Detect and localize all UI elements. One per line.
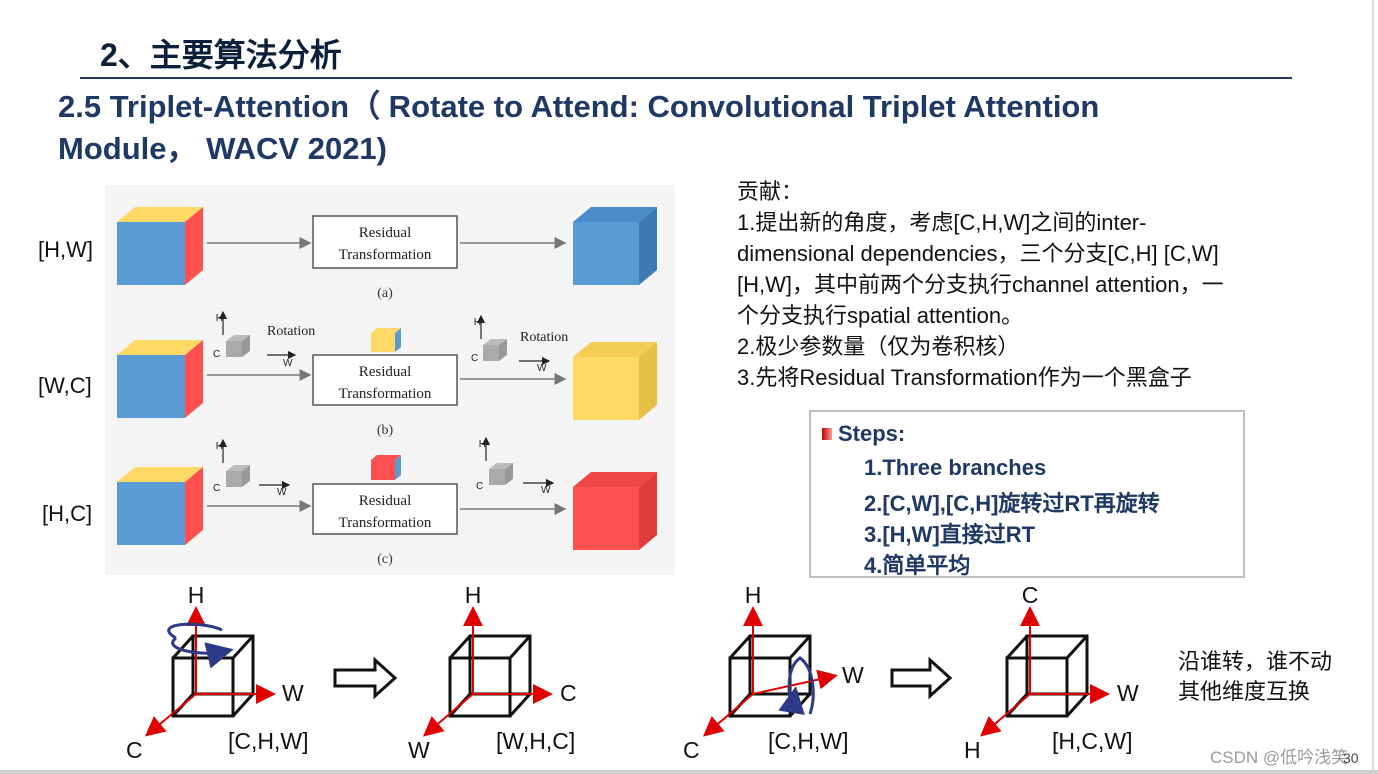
rotation-note: 沿谁转，谁不动 其他维度互换 <box>1178 647 1332 707</box>
axis-right-label: W <box>282 680 304 706</box>
contribution-line: 2.极少参数量（仅为卷积核） <box>737 334 1020 359</box>
contribution-line: 贡献： <box>737 179 804 204</box>
dimension-label: [W,H,C] <box>496 728 575 754</box>
section-subtitle: 2.5 Triplet-Attention（ Rotate to Attend:… <box>58 86 1288 170</box>
axis-up-label: H <box>465 582 482 608</box>
residual-box-c <box>312 483 458 535</box>
residual-box-b <box>312 354 458 406</box>
axis-glyph-c-left: H C W <box>213 438 291 498</box>
input-cube-a <box>117 207 203 285</box>
bullet-icon <box>822 428 832 440</box>
row-c: H C W Residual Transformation H C W <box>117 436 657 567</box>
csdn-watermark: CSDN @低吟浅笑 <box>1210 748 1349 767</box>
output-cube-b <box>573 342 657 420</box>
steps-box <box>809 410 1245 578</box>
axis-right-label: W <box>1117 680 1139 706</box>
residual-box-a-line1: Residual <box>359 225 412 241</box>
residual-box-a <box>312 215 458 269</box>
branch-label-wc: [W,C] <box>38 373 92 398</box>
rotation-group-2: H C W [W,H,C] <box>408 582 577 763</box>
axis-w-small-3: W <box>277 487 287 498</box>
axis-h-small-3: H <box>216 441 223 452</box>
input-cube-c <box>117 467 203 545</box>
rotation-note-line-2: 其他维度互换 <box>1178 679 1311 704</box>
page-number: 30 <box>1343 750 1359 766</box>
rotation-group-3: H W C [C,H,W] <box>683 582 864 763</box>
residual-box-c-line1: Residual <box>359 493 412 509</box>
contribution-line: [H,W]，其中前两个分支执行channel attention，一 <box>737 272 1224 297</box>
residual-box-b-line1: Residual <box>359 364 412 380</box>
axis-h-small-4: H <box>479 439 486 450</box>
axis-up-label: C <box>1022 582 1039 608</box>
triplet-attention-figure: Residual Transformation (a) H C W Rotati… <box>105 185 675 575</box>
axis-right-label: C <box>560 680 577 706</box>
contribution-text: 贡献： 1.提出新的角度，考虑[C,H,W]之间的inter- dimensio… <box>737 176 1317 393</box>
row-b: H C W Rotation Residual Transformation H… <box>117 310 657 438</box>
row-a: Residual Transformation (a) <box>117 207 657 301</box>
subtitle-line-2: Module， WACV 2021) <box>58 131 387 166</box>
input-cube-b <box>117 340 203 418</box>
residual-box-a-line2: Transformation <box>339 247 432 263</box>
transform-arrow-1 <box>333 656 398 700</box>
contribution-line: dimensional dependencies，三个分支[C,H] [C,W] <box>737 241 1219 266</box>
branch-label-hc: [H,C] <box>42 501 93 526</box>
axis-h-small-2: H <box>474 317 481 328</box>
axis-c-small: C <box>213 349 220 360</box>
axis-c-small-4: C <box>476 481 483 492</box>
footer-bar <box>0 770 1378 774</box>
residual-box-c-line2: Transformation <box>339 515 432 531</box>
axis-right-label: W <box>842 662 864 688</box>
rotation-note-line-1: 沿谁转，谁不动 <box>1178 649 1333 674</box>
axis-c-small-2: C <box>471 353 478 364</box>
rotation-label-b-right: Rotation <box>520 330 568 345</box>
rotation-group-4: C W H [H,C,W] <box>964 582 1139 763</box>
rotation-glyph-b-right: H C W Rotation <box>471 314 568 374</box>
subtitle-line-1: 2.5 Triplet-Attention（ Rotate to Attend:… <box>58 89 1100 124</box>
rotation-label-b-left: Rotation <box>267 324 315 339</box>
title-divider <box>80 77 1292 79</box>
contribution-line: 个分支执行spatial attention。 <box>737 303 1024 328</box>
axis-diag-label: C <box>683 737 700 763</box>
steps-heading-label: Steps: <box>838 421 906 446</box>
rotation-group-1: H W C [C,H,W] <box>126 582 309 763</box>
axis-up-label: H <box>745 582 762 608</box>
axis-glyph-c-right: H C W <box>476 436 555 496</box>
step-item-2: 2.[C,W],[C,H]旋转过RT再旋转 <box>864 491 1160 516</box>
steps-heading: Steps: <box>822 421 905 447</box>
step-item-4: 4.简单平均 <box>864 553 971 578</box>
output-cube-a <box>573 207 657 285</box>
step-item-1: 1.Three branches <box>864 455 1047 480</box>
branch-label-hw: [H,W] <box>38 237 93 262</box>
axis-w-small: W <box>283 358 293 369</box>
caption-c: (c) <box>377 552 393 567</box>
dimension-label: [C,H,W] <box>228 728 309 754</box>
residual-box-b-line2: Transformation <box>339 386 432 402</box>
rotation-glyph-b-left: H C W Rotation <box>213 310 315 369</box>
small-cube-c <box>371 455 401 480</box>
dimension-label: [H,C,W] <box>1052 728 1133 754</box>
axis-c-small-3: C <box>213 483 220 494</box>
output-cube-c <box>573 472 657 550</box>
axis-diag-label: C <box>126 737 143 763</box>
axis-diag-label: H <box>964 737 981 763</box>
contribution-line: 3.先将Residual Transformation作为一个黑盒子 <box>737 365 1192 390</box>
slide-edge <box>1372 0 1374 774</box>
axis-h-small: H <box>216 313 223 324</box>
axis-up-label: H <box>188 582 205 608</box>
dimension-label: [C,H,W] <box>768 728 849 754</box>
axis-diag-label: W <box>408 737 430 763</box>
caption-a: (a) <box>377 286 393 301</box>
axis-w-small-2: W <box>537 363 547 374</box>
slide-title: 2、主要算法分析 <box>100 37 342 73</box>
axis-w-small-4: W <box>541 485 551 496</box>
step-item-3: 3.[H,W]直接过RT <box>864 522 1036 547</box>
transform-arrow-2 <box>890 656 953 700</box>
small-cube-b <box>371 328 401 352</box>
caption-b: (b) <box>377 423 394 438</box>
rotation-diagram: H W C [C,H,W] H C W [W,H,C] <box>126 582 1139 763</box>
contribution-line: 1.提出新的角度，考虑[C,H,W]之间的inter- <box>737 210 1147 235</box>
